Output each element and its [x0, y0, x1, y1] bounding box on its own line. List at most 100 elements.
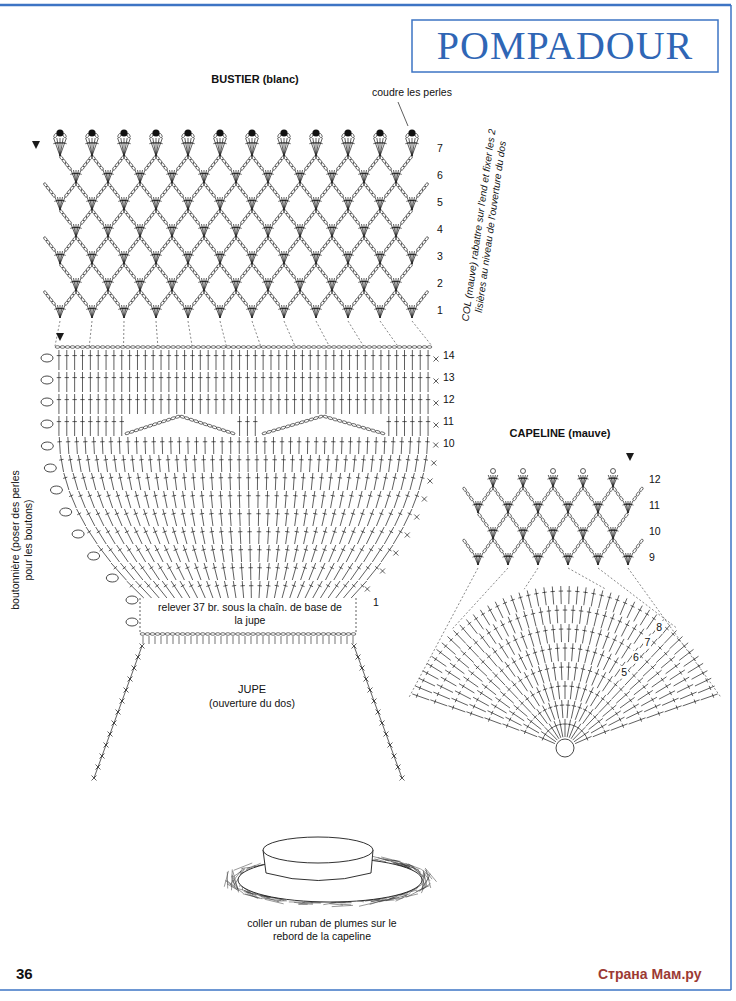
dc-stitch: [194, 455, 196, 472]
dc-stitch: [407, 251, 412, 264]
dc-stitch: [156, 138, 162, 156]
dc-stitch: [316, 305, 319, 318]
chain-stitch: [341, 133, 346, 138]
stitch-bar: [269, 355, 273, 356]
dc-stitch: [236, 278, 239, 291]
dc-stitch: [204, 224, 209, 237]
chain-stitch: [361, 426, 366, 430]
stitch-bar: [72, 377, 76, 378]
stitch-bar: [83, 441, 87, 442]
dc-stitch: [348, 138, 351, 156]
dc-stitch: [172, 278, 175, 291]
dc-stitch: [380, 251, 385, 264]
stitch-bar: [127, 355, 131, 356]
dc-stitch: [204, 278, 207, 291]
dc-stitch: [60, 138, 63, 156]
dc-stitch: [60, 197, 63, 210]
stitch-bar: [109, 441, 113, 442]
stitch-bar: [292, 355, 296, 356]
dc-stitch: [286, 394, 287, 414]
dc-stitch: [90, 394, 91, 414]
chain-stitch: [251, 346, 256, 349]
dc-stitch: [359, 224, 364, 237]
stitch-bar: [334, 173, 338, 175]
dc-stitch: [105, 455, 107, 472]
join-line: [348, 321, 363, 346]
chain-stitch: [170, 416, 175, 420]
stitch-bar: [92, 441, 96, 442]
dc-stitch: [215, 251, 220, 264]
stitch-bar: [314, 441, 318, 442]
stitch-bar: [237, 399, 241, 400]
chain-stitch: [216, 346, 221, 349]
dc-stitch: [412, 138, 418, 156]
dc-stitch: [350, 437, 352, 454]
chain-stitch: [262, 431, 267, 435]
stitch-bar: [186, 441, 190, 442]
dc-stitch: [313, 138, 316, 156]
chain-stitch: [256, 346, 261, 349]
chain-stitch: [226, 346, 231, 349]
dc-stitch: [86, 138, 92, 156]
dc-stitch: [150, 138, 156, 156]
stitch-bar: [112, 377, 116, 378]
stitch-bar: [72, 355, 76, 356]
dc-stitch: [129, 350, 130, 370]
stitch-bar: [175, 377, 179, 378]
chain-stitch: [175, 415, 180, 419]
dc-stitch: [270, 350, 271, 370]
join-line: [252, 321, 261, 346]
dc-stitch: [92, 305, 95, 318]
dc-stitch: [87, 455, 90, 472]
stitch-bar: [286, 200, 290, 202]
dc-stitch: [247, 372, 248, 392]
dc-stitch: [367, 437, 369, 454]
dc-stitch: [231, 372, 232, 392]
chain-stitch: [271, 429, 276, 433]
dc-stitch: [188, 305, 191, 318]
dc-stitch: [124, 138, 127, 156]
dc-stitch: [311, 305, 316, 318]
chain-stitch: [85, 133, 90, 138]
dc-stitch: [129, 394, 130, 414]
dc-stitch: [327, 278, 332, 291]
stitch-bar: [254, 200, 258, 202]
stitch-bar: [387, 377, 391, 378]
chain-stitch: [351, 423, 356, 427]
chain-stitch: [380, 431, 385, 435]
dc-stitch: [199, 278, 204, 291]
stitch-bar: [120, 421, 124, 422]
stitch-bar: [167, 355, 171, 356]
dc-stitch: [300, 278, 303, 291]
chain-stitch: [191, 346, 196, 349]
stitch-bar: [184, 459, 188, 460]
chain-stitch: [75, 346, 80, 349]
chain-stitch: [70, 346, 75, 349]
dc-stitch: [168, 372, 169, 392]
dc-stitch: [113, 394, 114, 414]
dc-stitch: [348, 251, 351, 264]
dc-stitch: [200, 394, 201, 414]
stitch-bar: [398, 173, 402, 175]
dc-stitch: [341, 437, 342, 454]
dc-stitch: [412, 394, 413, 414]
dc-stitch: [123, 455, 125, 472]
dc-stitch: [298, 170, 301, 183]
dc-stitch: [204, 278, 209, 291]
chain-stitch: [221, 428, 226, 432]
start-marker: [56, 333, 64, 341]
stitch-bar: [182, 355, 186, 356]
dc-stitch: [135, 170, 140, 183]
dc-stitch: [373, 350, 374, 370]
stitch-bar: [246, 441, 250, 442]
dc-stitch: [176, 372, 177, 392]
stitch-bar: [418, 399, 422, 400]
dc-stitch: [278, 350, 279, 370]
dc-stitch: [137, 394, 138, 414]
stitch-bar: [286, 254, 290, 256]
stitch-bar: [214, 377, 218, 378]
dc-stitch: [380, 394, 381, 414]
frame-rule: [730, 5, 732, 990]
dc-stitch: [153, 372, 154, 392]
chain-stitch: [55, 346, 60, 349]
